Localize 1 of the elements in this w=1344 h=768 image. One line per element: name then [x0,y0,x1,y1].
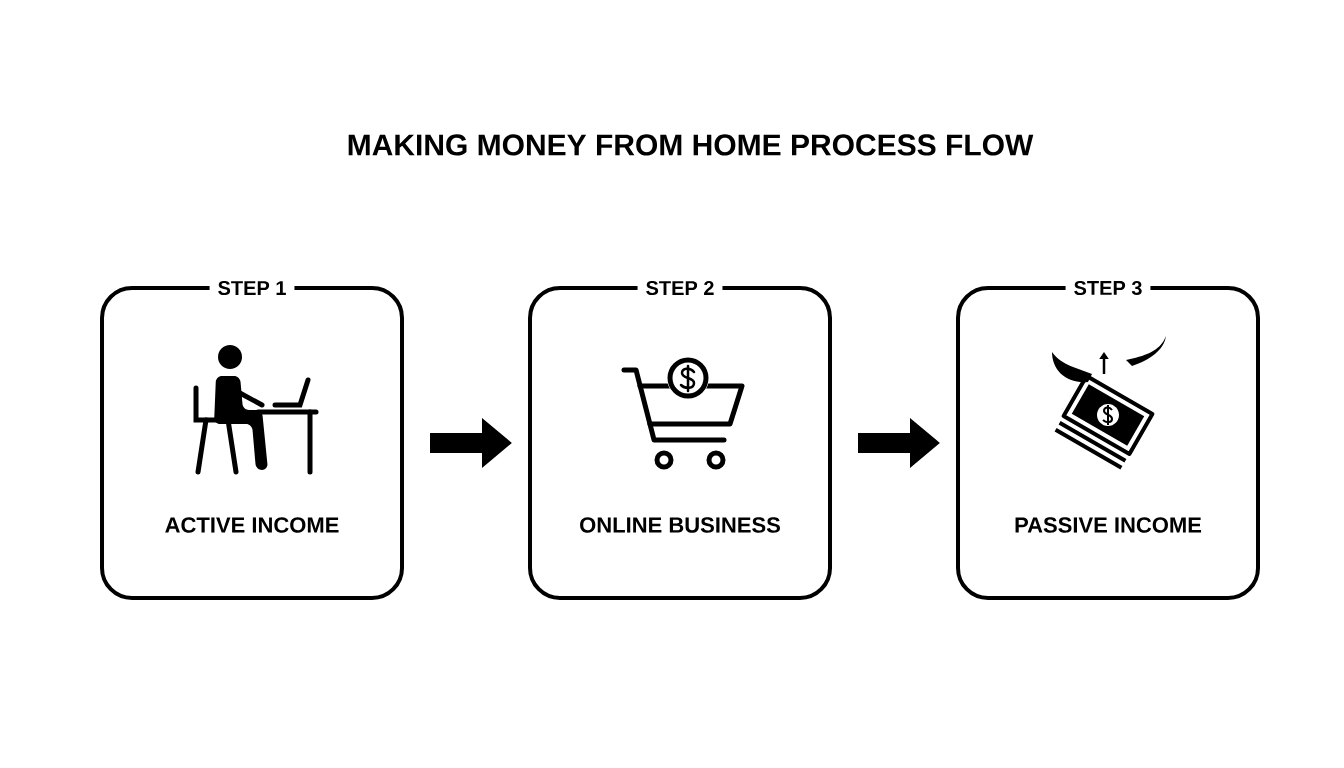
title: MAKING MONEY FROM HOME PROCESS FLOW [348,134,1034,156]
